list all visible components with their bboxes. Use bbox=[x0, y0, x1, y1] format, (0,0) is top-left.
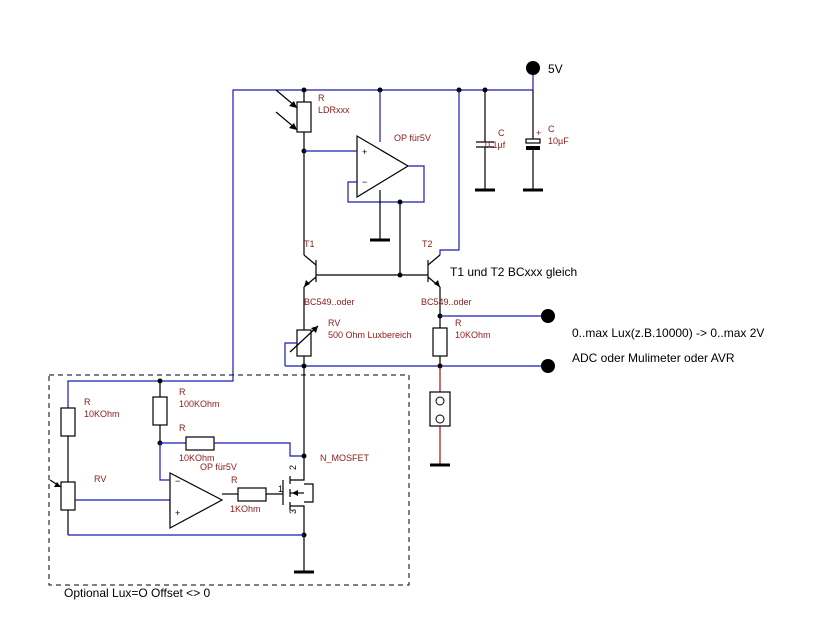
r-d-value: 1KOhm bbox=[230, 504, 261, 514]
mosfet-pin-drain: 2 bbox=[288, 465, 298, 470]
mosfet-pin-source: 3 bbox=[288, 509, 298, 514]
ldr-name-label: LDRxxx bbox=[318, 105, 350, 115]
capacitor-c2 bbox=[523, 90, 543, 192]
r-a-type: R bbox=[84, 397, 91, 407]
rv1-type: RV bbox=[328, 318, 340, 328]
capacitor-c1 bbox=[475, 90, 495, 192]
r-out-type: R bbox=[455, 318, 462, 328]
r-out-value: 10KOhm bbox=[455, 330, 491, 340]
ldr-resistor bbox=[296, 90, 312, 151]
t1-part: BC549..oder bbox=[304, 297, 355, 307]
transistors-note: T1 und T2 BCxxx gleich bbox=[450, 265, 577, 279]
op2-plus: + bbox=[175, 508, 180, 518]
resistor-r-b bbox=[152, 381, 168, 443]
r-d-type: R bbox=[231, 475, 238, 485]
r-b-type: R bbox=[179, 387, 186, 397]
junction bbox=[301, 453, 307, 459]
potentiometer-rv2 bbox=[49, 479, 171, 535]
transistor-t1 bbox=[303, 151, 317, 330]
c2-type: C bbox=[548, 124, 555, 134]
optional-note: Optional Lux=O Offset <> 0 bbox=[64, 586, 211, 600]
op1-plus: + bbox=[362, 147, 367, 157]
supply-terminal bbox=[526, 61, 540, 75]
op1-minus: − bbox=[362, 177, 367, 187]
t2-name: T2 bbox=[422, 239, 433, 249]
c2-pol: + bbox=[536, 128, 541, 138]
mosfet-pin-gate: 1 bbox=[278, 484, 283, 494]
potentiometer-rv1 bbox=[284, 325, 319, 366]
c1-value: 0.1µf bbox=[485, 140, 506, 150]
t2-part: BC549..oder bbox=[421, 297, 472, 307]
op2-label: OP für5V bbox=[200, 462, 237, 472]
op2-minus: − bbox=[175, 476, 180, 486]
ground-terminal bbox=[541, 359, 555, 373]
op1-label: OP für5V bbox=[394, 133, 431, 143]
op-amp-1 bbox=[304, 90, 425, 242]
r-b-value: 100KOhm bbox=[179, 399, 220, 409]
transistor-t2 bbox=[316, 90, 460, 330]
t1-name: T1 bbox=[304, 239, 315, 249]
r-c-value: 10KOhm bbox=[179, 453, 215, 463]
resistor-r-d bbox=[222, 487, 283, 502]
output-terminal bbox=[541, 309, 555, 323]
r-c-type: R bbox=[179, 423, 186, 433]
resistor-out bbox=[432, 327, 448, 366]
light-arrows-icon bbox=[275, 89, 297, 130]
op-amp-2 bbox=[159, 443, 224, 530]
c1-type: C bbox=[498, 128, 505, 138]
rv2-type: RV bbox=[94, 474, 106, 484]
ldr-type-label: R bbox=[318, 93, 325, 103]
adc-note: ADC oder Mulimeter oder AVR bbox=[572, 351, 735, 365]
supply-label: 5V bbox=[548, 62, 563, 76]
junction bbox=[397, 272, 403, 278]
c2-value: 10µF bbox=[548, 136, 569, 146]
mosfet-label: N_MOSFET bbox=[320, 453, 370, 463]
optional-box bbox=[48, 374, 410, 586]
resistor-r-c bbox=[160, 436, 304, 457]
rv1-value: 500 Ohm Luxbereich bbox=[328, 330, 412, 340]
jumper-link bbox=[429, 366, 451, 467]
resistor-r-a bbox=[60, 407, 76, 482]
r-a-value: 10KOhm bbox=[84, 409, 120, 419]
output-note: 0..max Lux(z.B.10000) -> 0..max 2V bbox=[572, 326, 764, 340]
